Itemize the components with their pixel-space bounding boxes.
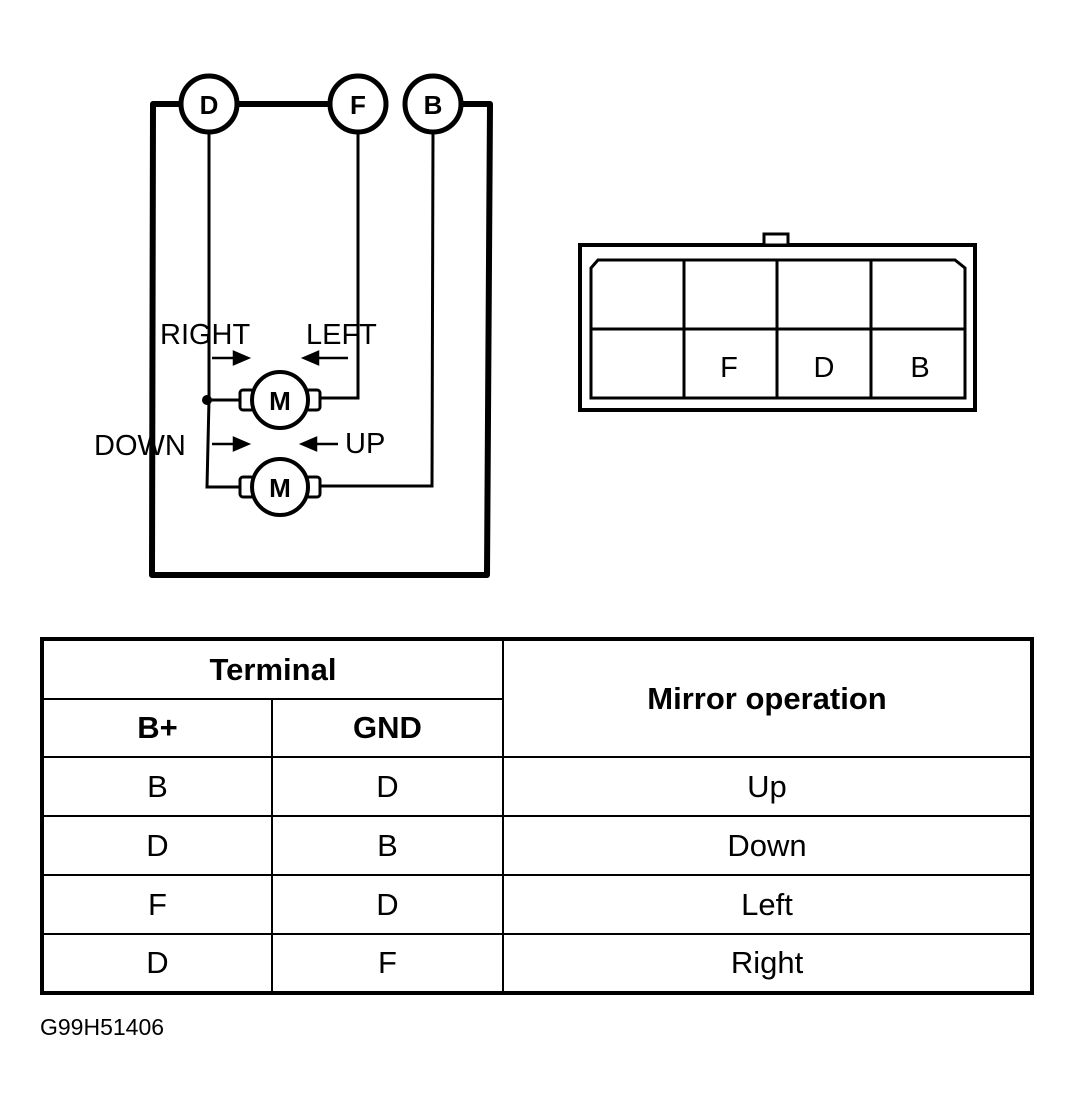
bplus-header: B+ — [41, 698, 273, 758]
bplus-cell: F — [41, 874, 273, 935]
terminal-d-label: D — [200, 90, 219, 120]
gnd-cell: B — [271, 815, 504, 876]
gnd-cell: D — [271, 874, 504, 935]
gnd-cell: D — [271, 756, 504, 817]
terminal-table: Terminal Mirror operation B+ GND B D Up … — [40, 637, 1034, 995]
terminal-b-label: B — [424, 90, 443, 120]
left-label: LEFT — [306, 319, 377, 351]
motor-icon: M — [238, 457, 322, 517]
arrow-icon — [212, 436, 252, 452]
wiring-diagram: D F B M M RIGHT LEFT DOWN UP — [94, 73, 977, 578]
arrow-icon — [212, 350, 252, 366]
bplus-cell: D — [41, 815, 273, 876]
table-row: F D Left — [41, 874, 1033, 935]
bplus-cell: B — [41, 756, 273, 817]
figure-code: G99H51406 — [40, 1014, 165, 1040]
operation-cell: Down — [502, 815, 1033, 876]
arrow-icon — [298, 436, 338, 452]
terminal-f: F — [327, 73, 389, 135]
motor-label: M — [269, 386, 291, 416]
terminal-d: D — [178, 73, 240, 135]
operation-cell: Up — [502, 756, 1033, 817]
gnd-cell: F — [271, 933, 504, 994]
connector-cell-d: D — [814, 352, 835, 384]
up-label: UP — [345, 428, 385, 460]
motor-icon: M — [238, 370, 322, 430]
connector-cell-b: B — [910, 352, 929, 384]
table-row: B D Up — [41, 756, 1033, 817]
terminal-header: Terminal — [41, 638, 504, 700]
mirror-operation-header: Mirror operation — [502, 638, 1033, 758]
motor-label: M — [269, 473, 291, 503]
internal-wires — [205, 132, 435, 489]
bplus-cell: D — [41, 933, 273, 994]
down-label: DOWN — [94, 430, 186, 462]
arrow-icon — [300, 350, 348, 366]
table-row: D F Right — [41, 933, 1033, 994]
switch-frame — [149, 101, 493, 578]
right-label: RIGHT — [160, 319, 251, 351]
operation-cell: Left — [502, 874, 1033, 935]
operation-cell: Right — [502, 933, 1033, 994]
terminal-f-label: F — [350, 90, 366, 120]
terminal-b: B — [402, 73, 464, 135]
junction-dot — [202, 395, 212, 405]
table-header-row: Terminal Mirror operation — [41, 638, 1033, 758]
gnd-header: GND — [271, 698, 504, 758]
connector-cell-f: F — [720, 352, 738, 384]
table-row: D B Down — [41, 815, 1033, 876]
table-header-row: B+ GND — [41, 698, 1032, 758]
connector-face — [578, 232, 977, 412]
